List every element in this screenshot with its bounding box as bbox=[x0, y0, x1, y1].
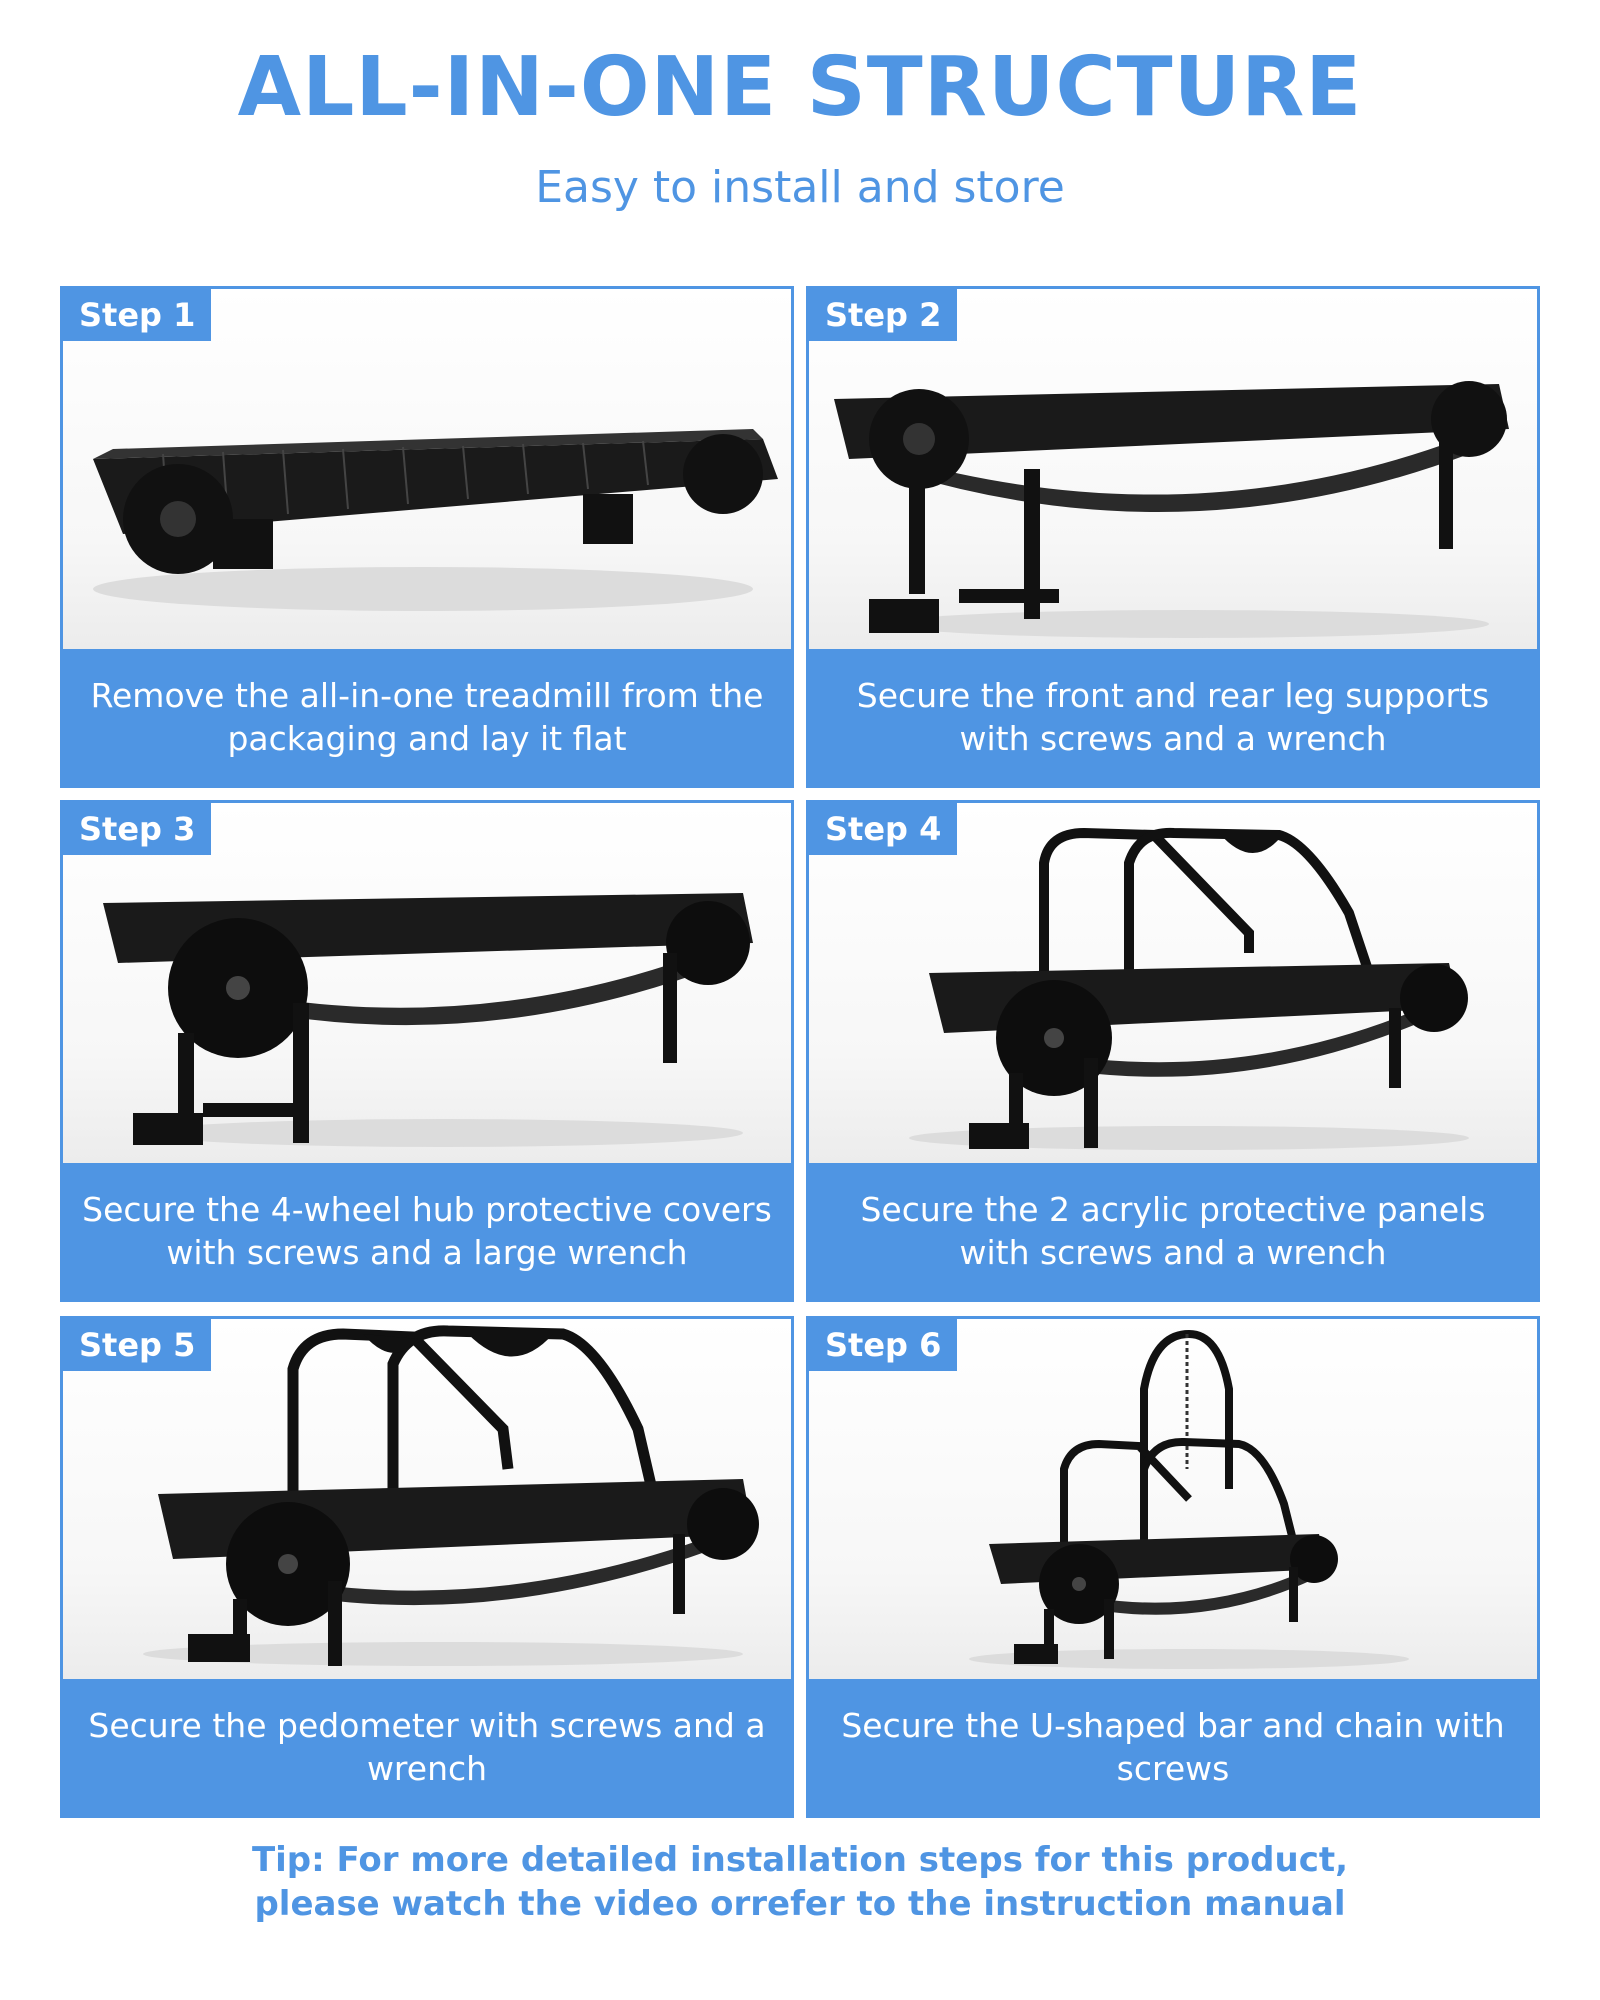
step-label-1: Step 1 bbox=[63, 289, 212, 341]
installation-tip: Tip: For more detailed installation step… bbox=[0, 1838, 1600, 1926]
step-caption-4: Secure the 2 acrylic protective panels w… bbox=[809, 1163, 1537, 1299]
step-label-6: Step 6 bbox=[809, 1319, 958, 1371]
step-card-3: Step 3 Secure the 4-wheel hub protective… bbox=[60, 800, 794, 1302]
step-caption-5: Secure the pedometer with screws and a w… bbox=[63, 1679, 791, 1815]
step-card-5: Step 5 Secure the pedometer with screws … bbox=[60, 1316, 794, 1818]
treadmill-with-pedometer-image bbox=[63, 1319, 791, 1679]
tip-line-2: please watch the video orrefer to the in… bbox=[254, 1884, 1346, 1924]
step-card-1: Step 1 Remove the all-in-one treadmill f… bbox=[60, 286, 794, 788]
page-title: ALL-IN-ONE STRUCTURE bbox=[237, 40, 1363, 135]
tip-line-1: Tip: For more detailed installation step… bbox=[251, 1840, 1349, 1880]
step-caption-1: Remove the all-in-one treadmill from the… bbox=[63, 649, 791, 785]
step-caption-3: Secure the 4-wheel hub protective covers… bbox=[63, 1163, 791, 1299]
step-caption-2: Secure the front and rear leg supports w… bbox=[809, 649, 1537, 785]
treadmill-with-legs-image bbox=[809, 289, 1537, 649]
step-label-5: Step 5 bbox=[63, 1319, 212, 1371]
treadmill-with-hub-covers-image bbox=[63, 803, 791, 1163]
step-card-4: Step 4 Secure the 2 acrylic protective p… bbox=[806, 800, 1540, 1302]
step-card-2: Step 2 Secure the front and rear leg sup… bbox=[806, 286, 1540, 788]
step-label-4: Step 4 bbox=[809, 803, 958, 855]
treadmill-with-chain-image bbox=[809, 1319, 1537, 1679]
treadmill-with-frame-image bbox=[809, 803, 1537, 1163]
step-label-3: Step 3 bbox=[63, 803, 212, 855]
step-card-6: Step 6 Secure the U-shaped bar and chain… bbox=[806, 1316, 1540, 1818]
step-caption-6: Secure the U-shaped bar and chain with s… bbox=[809, 1679, 1537, 1815]
step-label-2: Step 2 bbox=[809, 289, 958, 341]
treadmill-base-flat-image bbox=[63, 289, 791, 649]
page-subtitle: Easy to install and store bbox=[535, 162, 1065, 213]
